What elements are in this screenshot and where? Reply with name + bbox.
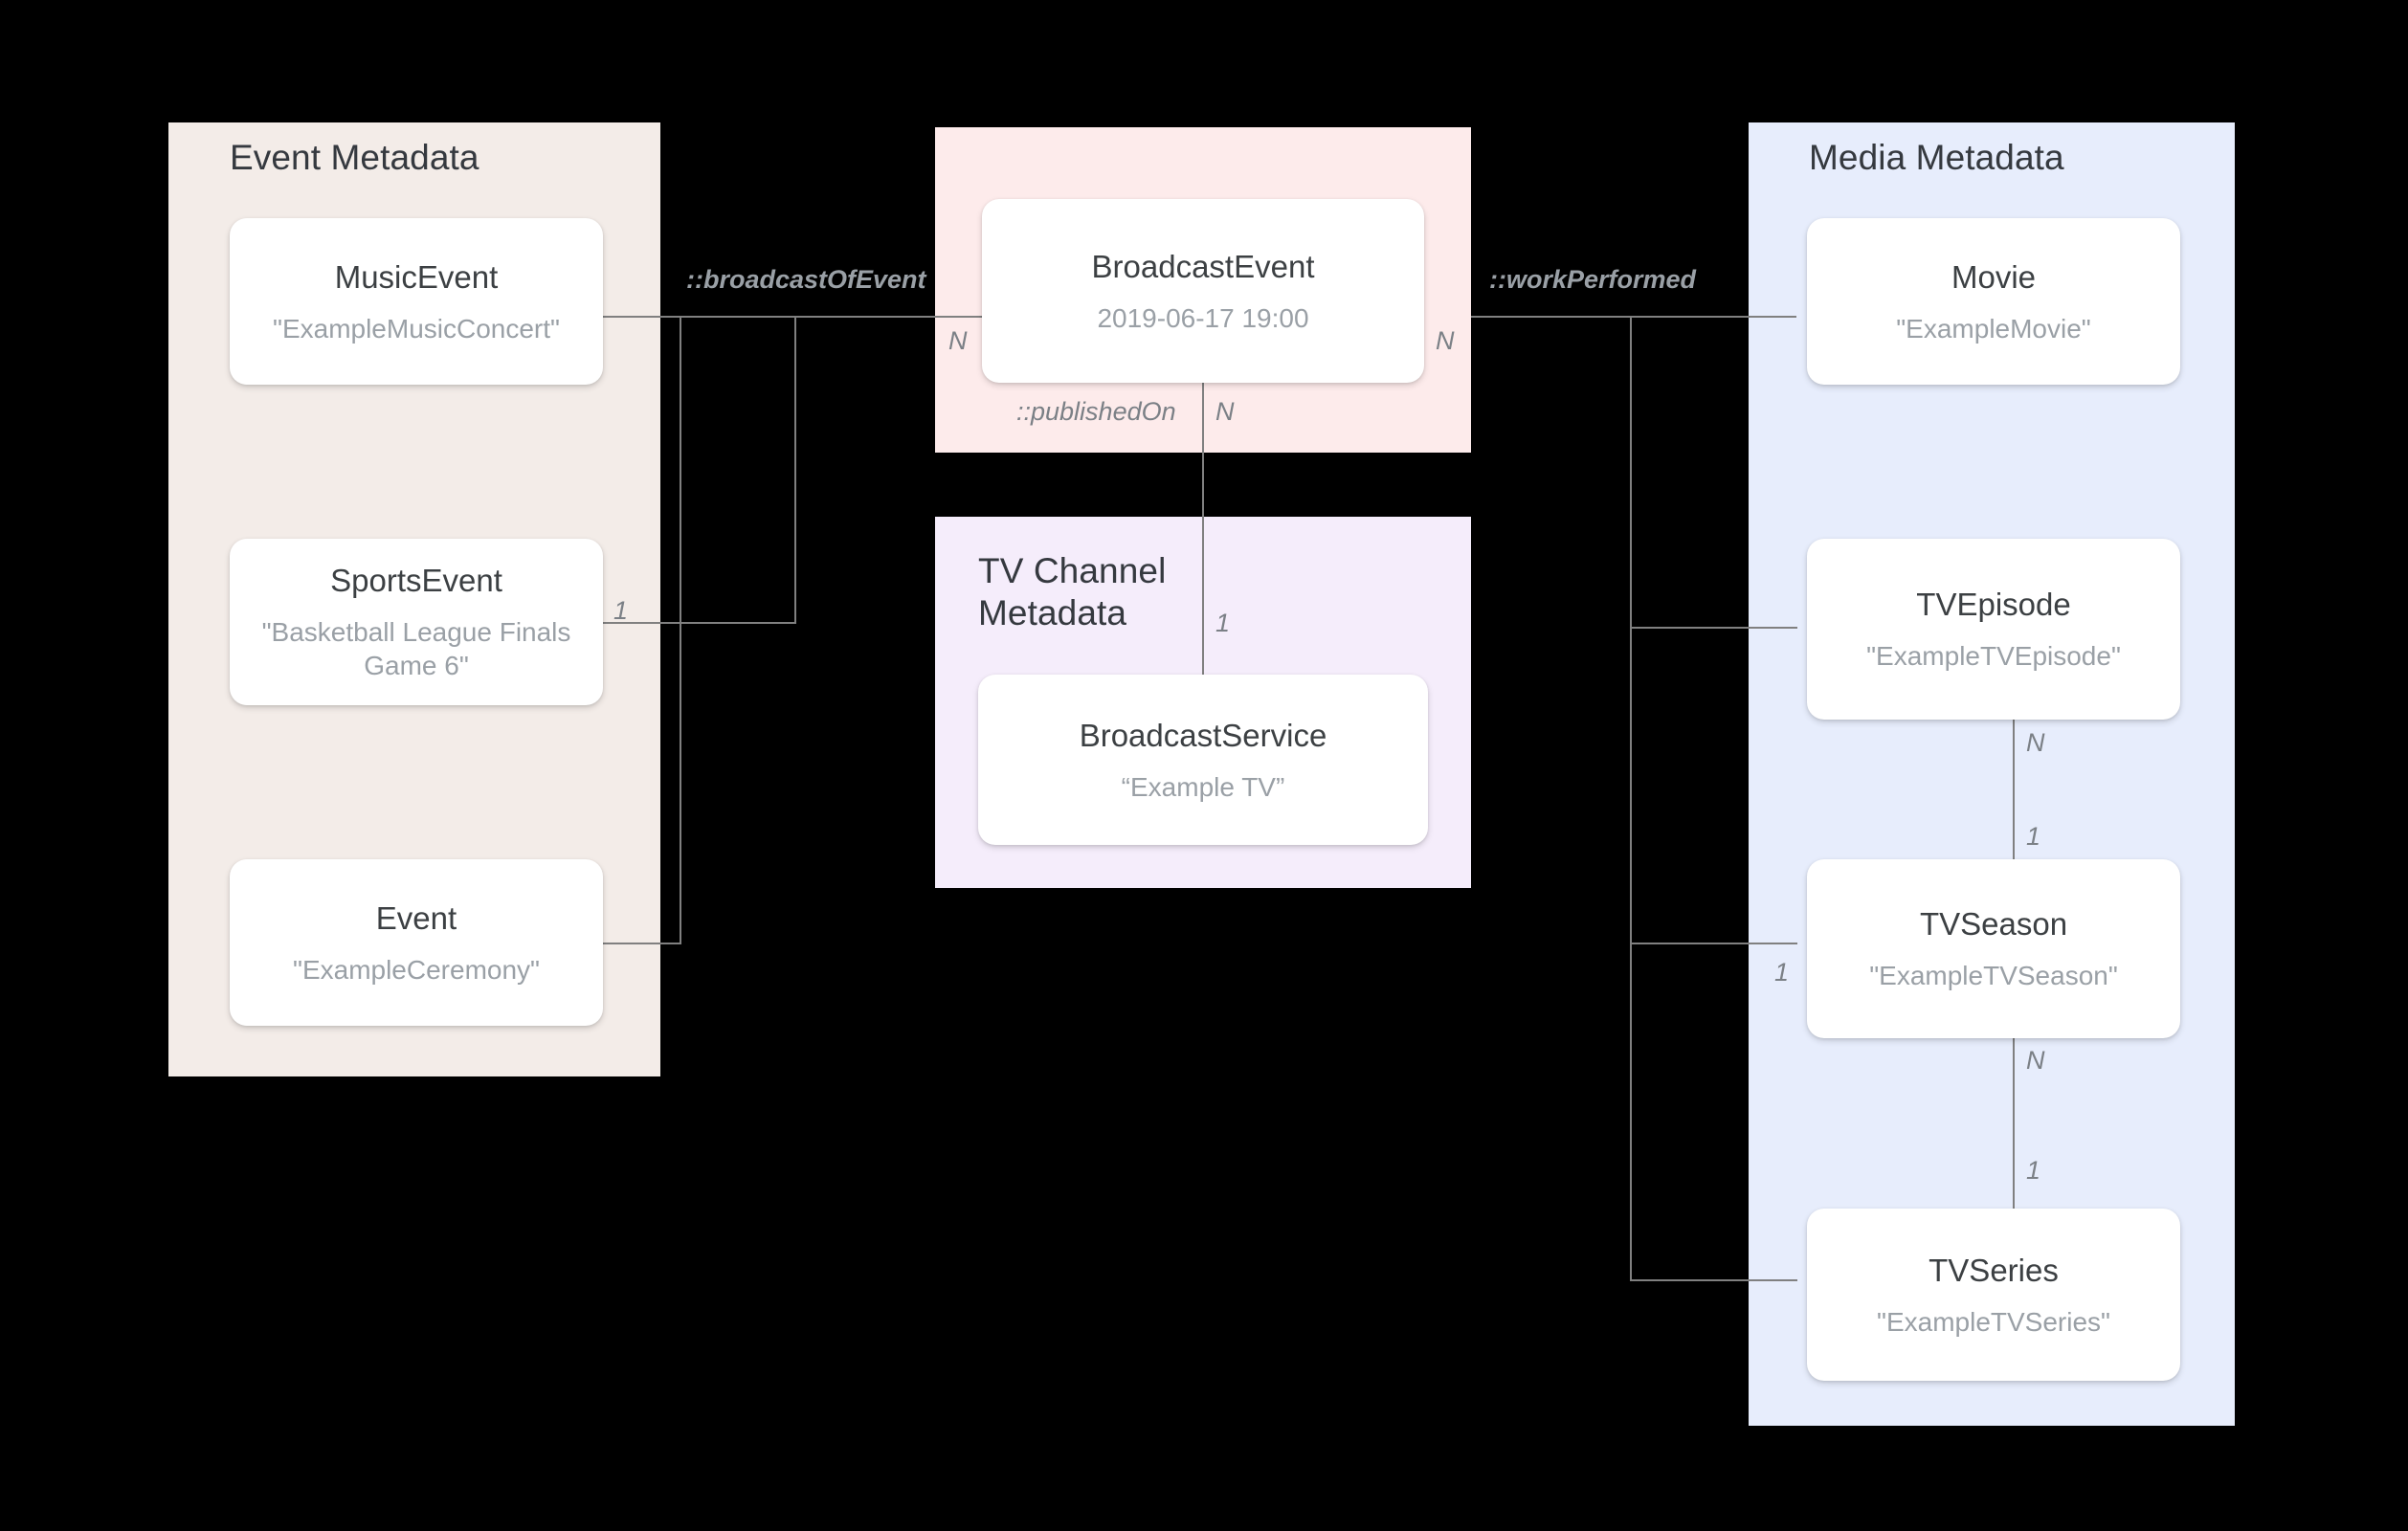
connector-sports-event-horizontal bbox=[603, 622, 796, 624]
connector-episode-season-vertical bbox=[2013, 720, 2015, 861]
cardinality-tv-season-left: 1 bbox=[1774, 958, 1790, 987]
connector-tv-episode-horizontal bbox=[1630, 627, 1797, 629]
cardinality-tv-episode: N bbox=[2026, 728, 2045, 757]
cardinality-broadcast-event-right: N bbox=[1436, 326, 1455, 355]
card-event-type: Event bbox=[375, 899, 457, 936]
connector-published-on-vertical bbox=[1202, 383, 1204, 675]
card-movie-value: "ExampleMovie" bbox=[1896, 313, 2091, 344]
group-title-tv-channel-metadata: TV Channel Metadata bbox=[978, 551, 1167, 632]
connector-broadcast-event-left bbox=[794, 316, 983, 318]
cardinality-broadcast-service: 1 bbox=[1215, 609, 1231, 637]
cardinality-sports-event: 1 bbox=[613, 596, 629, 625]
card-tv-series-value: "ExampleTVSeries" bbox=[1877, 1306, 2110, 1337]
edge-label-published-on: ::publishedOn bbox=[1016, 397, 1176, 426]
cardinality-broadcast-event-left: N bbox=[948, 326, 968, 355]
card-tv-series[interactable]: TVSeries "ExampleTVSeries" bbox=[1807, 1209, 2180, 1381]
card-movie-type: Movie bbox=[1951, 258, 2037, 295]
card-sports-event[interactable]: SportsEvent "Basketball League Finals Ga… bbox=[230, 539, 603, 705]
connector-right-bus-outer bbox=[1630, 316, 1632, 1279]
cardinality-broadcast-event-bottom: N bbox=[1215, 397, 1235, 426]
connector-tv-series-horizontal bbox=[1630, 1279, 1797, 1281]
card-event[interactable]: Event "ExampleCeremony" bbox=[230, 859, 603, 1026]
card-broadcast-service[interactable]: BroadcastService “Example TV” bbox=[978, 675, 1428, 845]
card-music-event[interactable]: MusicEvent "ExampleMusicConcert" bbox=[230, 218, 603, 385]
connector-work-performed-horizontal bbox=[1471, 316, 1796, 318]
card-broadcast-service-value: “Example TV” bbox=[1121, 771, 1285, 802]
card-music-event-type: MusicEvent bbox=[334, 258, 499, 295]
card-sports-event-value: "Basketball League Finals Game 6" bbox=[261, 617, 571, 680]
card-sports-event-type: SportsEvent bbox=[330, 563, 502, 598]
card-broadcast-event-value: 2019-06-17 19:00 bbox=[1097, 302, 1309, 333]
connector-tv-season-horizontal bbox=[1630, 943, 1797, 944]
card-tv-season-type: TVSeason bbox=[1919, 906, 2068, 942]
group-title-media-metadata: Media Metadata bbox=[1809, 138, 2064, 177]
card-movie[interactable]: Movie "ExampleMovie" bbox=[1807, 218, 2180, 385]
connector-left-bus-inner bbox=[794, 316, 796, 624]
connector-left-bus-outer bbox=[680, 316, 681, 944]
connector-season-series-vertical bbox=[2013, 1038, 2015, 1209]
card-tv-season-value: "ExampleTVSeason" bbox=[1869, 961, 2118, 990]
card-tv-series-type: TVSeries bbox=[1929, 1252, 2059, 1288]
card-tv-episode-type: TVEpisode bbox=[1916, 587, 2071, 622]
card-event-value: "ExampleCeremony" bbox=[293, 954, 540, 985]
card-tv-episode[interactable]: TVEpisode "ExampleTVEpisode" bbox=[1807, 539, 2180, 720]
card-tv-season[interactable]: TVSeason "ExampleTVSeason" bbox=[1807, 859, 2180, 1038]
card-broadcast-event-type: BroadcastEvent bbox=[1091, 248, 1315, 284]
card-tv-episode-value: "ExampleTVEpisode" bbox=[1866, 641, 2121, 671]
edge-label-broadcast-of-event: ::broadcastOfEvent bbox=[686, 265, 926, 294]
card-broadcast-event[interactable]: BroadcastEvent 2019-06-17 19:00 bbox=[982, 199, 1424, 383]
cardinality-tv-season-bottom: N bbox=[2026, 1046, 2045, 1075]
card-broadcast-service-type: BroadcastService bbox=[1079, 717, 1327, 753]
card-music-event-value: "ExampleMusicConcert" bbox=[273, 313, 560, 344]
connector-music-event-horizontal bbox=[603, 316, 794, 318]
group-title-event-metadata: Event Metadata bbox=[230, 138, 479, 177]
edge-label-work-performed: ::workPerformed bbox=[1489, 265, 1697, 294]
cardinality-tv-series: 1 bbox=[2026, 1156, 2041, 1185]
cardinality-tv-season-top: 1 bbox=[2026, 822, 2041, 851]
connector-event-horizontal bbox=[603, 943, 681, 944]
